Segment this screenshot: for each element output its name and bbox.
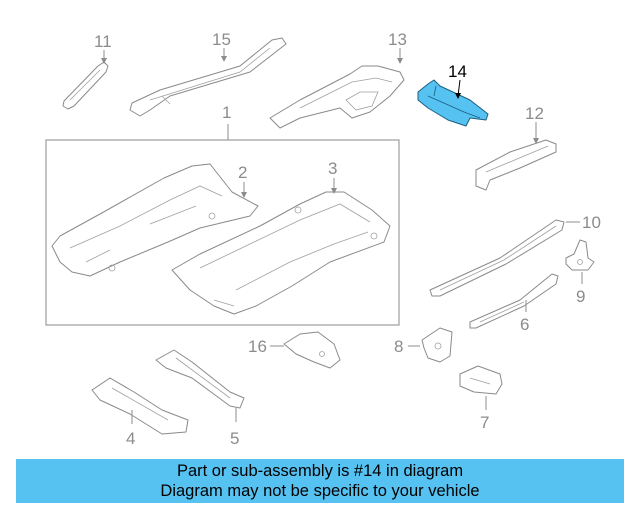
callout-1[interactable]: 1 bbox=[222, 103, 231, 122]
part-11[interactable] bbox=[62, 61, 109, 110]
part-3[interactable] bbox=[171, 191, 391, 315]
part-12[interactable] bbox=[475, 139, 557, 191]
callout-12[interactable]: 12 bbox=[525, 104, 544, 123]
callout-13[interactable]: 13 bbox=[388, 30, 407, 49]
callout-5[interactable]: 5 bbox=[230, 429, 239, 448]
part-6[interactable] bbox=[469, 273, 559, 329]
part-15[interactable] bbox=[129, 37, 287, 117]
part-7[interactable] bbox=[459, 365, 503, 395]
callout-14[interactable]: 14 bbox=[448, 62, 467, 81]
callout-2[interactable]: 2 bbox=[238, 163, 247, 182]
part-10[interactable] bbox=[429, 219, 565, 297]
part-13[interactable] bbox=[269, 65, 405, 129]
callout-8[interactable]: 8 bbox=[394, 337, 403, 356]
callout-3[interactable]: 3 bbox=[328, 159, 337, 178]
callout-10[interactable]: 10 bbox=[582, 213, 601, 232]
part-4[interactable] bbox=[91, 377, 189, 435]
callout-15[interactable]: 15 bbox=[212, 30, 231, 49]
banner-line-2: Diagram may not be specific to your vehi… bbox=[160, 482, 480, 500]
callout-16[interactable]: 16 bbox=[248, 337, 267, 356]
callout-9[interactable]: 9 bbox=[576, 287, 585, 306]
part-8[interactable] bbox=[421, 327, 453, 363]
part-1-frame bbox=[45, 139, 400, 326]
part-16[interactable] bbox=[283, 331, 341, 369]
part-5[interactable] bbox=[155, 349, 245, 409]
part-2[interactable] bbox=[51, 163, 259, 277]
callout-6[interactable]: 6 bbox=[520, 315, 529, 334]
callout-11[interactable]: 11 bbox=[94, 32, 112, 51]
callout-7[interactable]: 7 bbox=[480, 413, 489, 432]
banner-line-1: Part or sub-assembly is #14 in diagram bbox=[176, 462, 464, 480]
callout-4[interactable]: 4 bbox=[126, 429, 135, 448]
part-9[interactable] bbox=[565, 239, 595, 271]
part-14[interactable] bbox=[417, 79, 489, 127]
info-banner: Part or sub-assembly is #14 in diagram D… bbox=[16, 459, 624, 503]
